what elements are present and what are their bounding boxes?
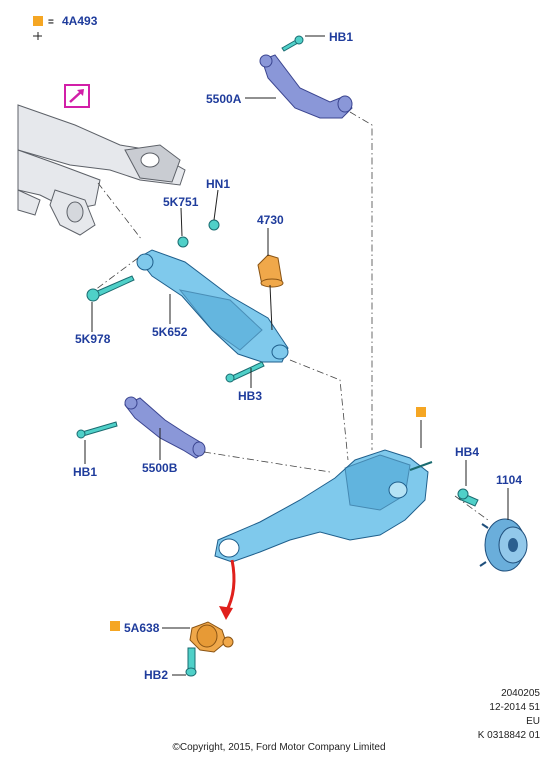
spring-seat-4730	[257, 254, 284, 331]
footer-code2: 12-2014 51	[489, 702, 540, 713]
assembly-line-3	[289, 359, 349, 461]
label-hb1-left: HB1	[73, 465, 97, 479]
label-5k652: 5K652	[152, 325, 188, 339]
knuckle-trailing-arm	[214, 449, 433, 563]
bushing-5a638	[189, 621, 234, 653]
assembly-line-4	[203, 451, 331, 473]
bolt-hb1-left	[76, 421, 118, 439]
bolt-hb3	[225, 361, 265, 383]
marker-5a638	[110, 621, 120, 631]
subframe-part	[17, 104, 186, 236]
bolt-hb1-top	[281, 35, 304, 52]
view-direction-icon	[64, 84, 90, 108]
lower-arm-5k652	[136, 249, 289, 363]
leader-legend	[33, 32, 42, 40]
label-hb2: HB2	[144, 668, 168, 682]
nut-5k751	[177, 236, 189, 248]
leader-hn1	[213, 189, 219, 221]
lateral-link-5500b	[124, 396, 206, 459]
label-1104: 1104	[496, 473, 522, 487]
label-hn1: HN1	[206, 177, 230, 191]
assembly-line-6	[454, 495, 489, 521]
label-5500b: 5500B	[142, 461, 178, 475]
assembly-arrow	[219, 559, 236, 620]
footer-copyright: ©Copyright, 2015, Ford Motor Company Lim…	[172, 742, 385, 753]
label-hb1-top: HB1	[329, 30, 353, 44]
nut-hn1	[208, 219, 220, 231]
legend-equals: =	[48, 17, 54, 28]
assembly-line-5	[94, 257, 139, 291]
label-5500a: 5500A	[206, 92, 242, 106]
assembly-line-1	[97, 182, 143, 241]
marker-knuckle	[416, 407, 426, 417]
bolt-hb2	[185, 647, 197, 677]
footer-code1: 2040205	[501, 688, 540, 699]
wheel-hub-1104	[479, 518, 528, 572]
legend-marker	[33, 16, 43, 26]
bolt-5k978	[86, 275, 135, 302]
label-5k978: 5K978	[75, 332, 111, 346]
legend-code: 4A493	[62, 14, 98, 28]
label-5k751: 5K751	[163, 195, 199, 209]
label-hb3: HB3	[238, 389, 262, 403]
bolt-hb4	[457, 488, 479, 507]
label-hb4: HB4	[455, 445, 479, 459]
upper-arm-5500a	[259, 54, 353, 119]
footer-ref: K 0318842 01	[478, 730, 541, 741]
assembly-line-2	[349, 111, 373, 450]
footer-region: EU	[526, 716, 540, 727]
label-4730: 4730	[257, 213, 284, 227]
label-5a638: 5A638	[124, 621, 160, 635]
leader-5k751	[180, 207, 183, 237]
